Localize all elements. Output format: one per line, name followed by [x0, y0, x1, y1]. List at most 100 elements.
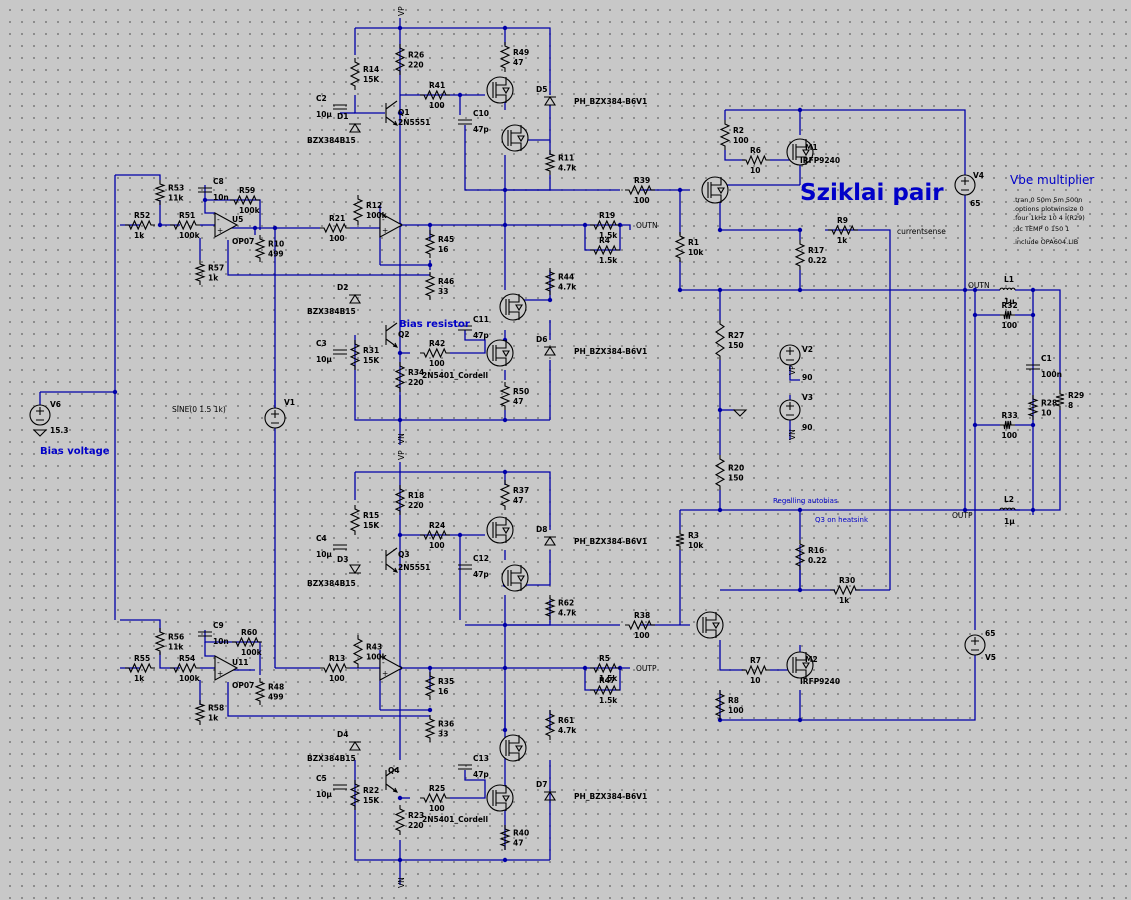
bjt-Q3	[385, 547, 399, 573]
source-V3-name: V3	[802, 393, 813, 402]
resistor-R46	[424, 272, 436, 300]
resistor-R16	[794, 540, 806, 570]
mosfet-M-b1-symbol	[492, 517, 510, 543]
resistor-R51-value: 100k	[179, 231, 201, 240]
resistor-R8-name: R8	[728, 696, 739, 705]
resistor-R59	[230, 194, 260, 206]
resistor-R36-value: 33	[438, 730, 448, 739]
resistor-R60-name: R60	[241, 628, 257, 637]
junction	[717, 507, 723, 513]
mosfet-M1-symbol	[792, 139, 810, 165]
capacitor-C11	[458, 325, 472, 331]
resistor-R48	[254, 678, 266, 705]
resistor-R58	[194, 700, 206, 725]
capacitor-C8-name: C8	[213, 177, 224, 186]
bjt-Q3-name: Q3	[398, 550, 410, 559]
resistor-R32	[1000, 310, 1015, 320]
resistor-R54-value: 100k	[179, 674, 201, 683]
bjt-Q4-value: 2N5401_Cordell	[422, 815, 488, 824]
source-V2-name: V2	[802, 345, 813, 354]
wire	[228, 227, 256, 235]
resistor-R10	[254, 235, 266, 262]
resistor-R60-value: 100k	[241, 648, 263, 657]
resistor-R34-name: R34	[408, 368, 424, 377]
bjt-Q2	[385, 322, 399, 348]
inductor-L2-name: L2	[1004, 495, 1014, 504]
resistor-R55-value: 1k	[134, 674, 145, 683]
resistor-R52-name: R52	[134, 211, 150, 220]
resistor-R17	[794, 240, 806, 270]
junction	[272, 225, 278, 231]
resistor-R8	[714, 690, 726, 720]
junction	[502, 25, 508, 31]
zener-diode-D5	[544, 95, 556, 106]
resistor-R29	[1055, 390, 1065, 410]
resistor-R4-name: R4	[599, 236, 610, 245]
mosfet-M-top1-symbol	[492, 77, 510, 103]
resistor-R43	[352, 635, 364, 668]
resistor-R56-name: R56	[168, 633, 184, 642]
bjt-Q1-name: Q1	[398, 108, 410, 117]
junction	[797, 227, 803, 233]
resistor-R42-name: R42	[429, 339, 445, 348]
diode-D7-value: PH_BZX384-B6V1	[574, 792, 647, 801]
capacitor-C1-value: 100n	[1041, 370, 1062, 379]
resistor-R18	[394, 485, 406, 515]
source-V6-value: 15.3	[50, 426, 69, 435]
resistor-R4	[590, 244, 620, 256]
opamp-minus: -	[217, 658, 220, 667]
zener-diode-D4	[349, 740, 361, 751]
mosfet-M-b3	[499, 734, 527, 762]
resistor-R16-name: R16	[808, 546, 824, 555]
bjt-Q4	[385, 767, 399, 793]
resistor-R12	[352, 195, 364, 225]
resistor-R9	[828, 224, 858, 236]
junction	[502, 622, 508, 628]
wire	[825, 229, 891, 590]
diode-D8-name: D8	[536, 525, 547, 534]
resistor-R61-value: 4.7k	[558, 726, 577, 735]
capacitor-C10-name: C10	[473, 109, 489, 118]
capacitor-C11-value: 47p	[473, 331, 489, 340]
resistor-R29-value: 8	[1068, 401, 1073, 410]
resistor-R55	[125, 662, 155, 674]
resistor-R52	[125, 219, 155, 231]
resistor-R48-value: 499	[268, 693, 284, 702]
wire	[354, 760, 550, 861]
resistor-R15-name: R15	[363, 511, 379, 520]
opamp-U-bot	[379, 655, 404, 681]
inductor-L2-value: 1µ	[1004, 517, 1015, 526]
resistor-R57	[194, 260, 206, 285]
resistor-R7-name: R7	[750, 656, 761, 665]
resistor-R40-value: 47	[513, 839, 523, 848]
wire	[354, 335, 550, 421]
junction	[1030, 287, 1036, 293]
opamp-minus: -	[382, 215, 385, 224]
opamp-plus: +	[217, 226, 223, 235]
capacitor-C12-name: C12	[473, 554, 489, 563]
resistor-R3-value: 10k	[688, 541, 704, 550]
resistor-R15-value: 15K	[363, 521, 380, 530]
resistor-R50-value: 47	[513, 397, 523, 406]
resistor-R53-name: R53	[168, 184, 184, 193]
resistor-R41	[420, 89, 450, 101]
diode-D6-value: PH_BZX384-B6V1	[574, 347, 647, 356]
junction	[797, 587, 803, 593]
resistor-R5	[590, 662, 620, 674]
source-V1-name: V1	[284, 398, 295, 407]
mosfet-M2-value: IRFP9240	[800, 677, 840, 686]
resistor-R28	[1027, 395, 1039, 420]
resistor-R49-name: R49	[513, 48, 529, 57]
opamp-U11-value: OP07	[232, 681, 254, 690]
resistor-R13-value: 100	[329, 674, 345, 683]
source-V3-value: 90	[802, 423, 812, 432]
resistor-R30	[830, 584, 860, 596]
mosfet-M-top2	[501, 124, 529, 152]
opamp-plus: +	[382, 669, 388, 678]
wire	[584, 668, 621, 691]
wire	[679, 260, 975, 291]
mosfet-M-b3-symbol	[505, 735, 523, 761]
mosfet-M1-name: M1	[805, 143, 818, 152]
resistor-R62	[544, 595, 556, 620]
junction	[502, 222, 508, 228]
